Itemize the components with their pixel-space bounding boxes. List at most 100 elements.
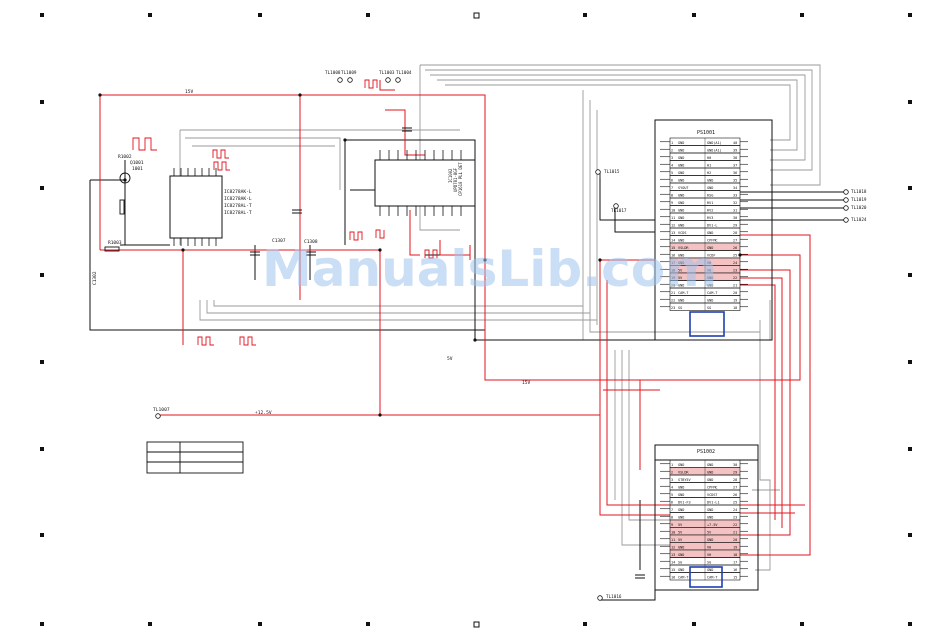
pin-number: 8 [671, 193, 673, 197]
pin-label-left: GND [678, 216, 684, 220]
pin-number-right: 16 [733, 568, 737, 572]
pin-number: 8 [671, 515, 673, 519]
junction-dot [378, 248, 382, 252]
pin-label-right: CAM-T [707, 575, 718, 579]
pin-label-right: CAM-T [707, 291, 718, 295]
junction-dot [483, 258, 487, 262]
pin-number-right: 20 [733, 291, 737, 295]
ps1002-title: PS1002 [697, 449, 715, 455]
pin-label-left: SG [678, 560, 682, 564]
ic-main-label-4: IC8278AL-T [224, 210, 252, 216]
test-point[interactable] [347, 77, 353, 83]
pin-label-left: 5V [678, 268, 683, 272]
tl1007-point[interactable] [155, 413, 161, 419]
pin-label-right: GND(A1) [707, 141, 722, 145]
pin-number-right: 29 [733, 223, 737, 227]
pin-number-right: 21 [733, 530, 737, 534]
pin-number: 7 [671, 186, 673, 190]
test-point-label: TL1008 [325, 70, 341, 76]
pin-number-right: 21 [733, 283, 737, 287]
capacitor [635, 574, 645, 579]
pin-number: 16 [671, 253, 675, 257]
pin-number: 12 [671, 223, 675, 227]
pin-label-left: DV1-F3 [678, 500, 691, 504]
pin-label-left: GND [678, 141, 684, 145]
pin-label-right: VH [707, 261, 711, 265]
test-point-label: TL1009 [341, 70, 357, 76]
pin-label-left: STBY5V [678, 478, 692, 482]
pin-number-right: 22 [733, 523, 737, 527]
pin-number-right: 40 [733, 141, 737, 145]
pin-number-right: 24 [733, 261, 737, 265]
test-point[interactable] [613, 203, 619, 209]
pin-label-right: VCDF [707, 253, 715, 257]
test-point[interactable] [843, 189, 849, 195]
pin-number-right: 31 [733, 208, 737, 212]
pin-number: 9 [671, 523, 673, 527]
ic-main-label-3: IC8278AL-T [224, 203, 252, 209]
pin-number-right: 25 [733, 253, 737, 257]
pin-label-right: H2 [707, 171, 711, 175]
pin-number: 19 [671, 276, 675, 280]
pin-number-right: 24 [733, 508, 737, 512]
pin-number-right: 23 [733, 515, 737, 519]
pin-label-right: RV1 [707, 201, 713, 205]
pin-label-right: VH [707, 268, 711, 272]
pin-number-right: 36 [733, 171, 737, 175]
pin-label-left: GND [678, 163, 684, 167]
pin-label-right: GND [707, 246, 713, 250]
test-point-label: TL1024 [851, 217, 867, 223]
test-point[interactable] [843, 205, 849, 211]
pin-label-left: VCDS [678, 231, 686, 235]
pin-number: 10 [671, 530, 675, 534]
pin-number: 15 [671, 568, 675, 572]
ic-ctrl-label-3: CP1610 PLL DET [458, 162, 463, 196]
test-point[interactable] [385, 77, 391, 83]
pin-label-right: GND [707, 515, 713, 519]
c1308-ref: C1308 [304, 239, 318, 245]
pin-label-right: RSG [707, 193, 713, 197]
resistor [119, 199, 125, 215]
registration-marks [40, 12, 912, 628]
pin-label-left: CAM-T [678, 575, 689, 579]
pin-label-left: GND [678, 253, 684, 257]
test-point-label: TL1020 [851, 205, 867, 211]
junction-dot [598, 258, 602, 262]
capacitor [250, 251, 260, 256]
pin-number: 3 [671, 156, 673, 160]
pin-label-right: GND [707, 463, 713, 467]
test-point[interactable] [843, 217, 849, 223]
r1003-ref: R1003 [108, 240, 122, 246]
test-point[interactable] [595, 169, 601, 175]
test-point-label: TL1017 [611, 208, 627, 214]
test-point[interactable] [395, 77, 401, 83]
pin-number-right: 26 [733, 246, 737, 250]
pin-label-left: GND [678, 493, 684, 497]
test-point[interactable] [843, 197, 849, 203]
pin-label-left: 5V [678, 276, 683, 280]
pin-number-right: 34 [733, 186, 737, 190]
junction-dot [181, 248, 185, 252]
pin-label-left: GND [678, 508, 684, 512]
capacitor [292, 209, 302, 214]
ic-ctrl-label-1: IC1002 [448, 168, 453, 183]
watermark: ManualsLib.com [262, 240, 717, 298]
pin-label-left: GND [678, 238, 684, 242]
test-point[interactable] [337, 77, 343, 83]
pin-number: 1 [671, 141, 673, 145]
pin-label-right: GND [707, 298, 713, 302]
pin-number: 20 [671, 283, 675, 287]
highlight-marker-1 [689, 311, 725, 337]
pin-label-left: GND [678, 545, 684, 549]
test-point[interactable] [597, 595, 603, 601]
pin-label-left: 5V [678, 538, 683, 542]
net-15v: 15V [185, 89, 194, 95]
pin-label-left: SG [678, 306, 682, 310]
junction-dot [298, 93, 302, 97]
pin-number: 10 [671, 208, 675, 212]
pin-label-left: GND [678, 485, 684, 489]
pin-number: 23 [671, 306, 675, 310]
